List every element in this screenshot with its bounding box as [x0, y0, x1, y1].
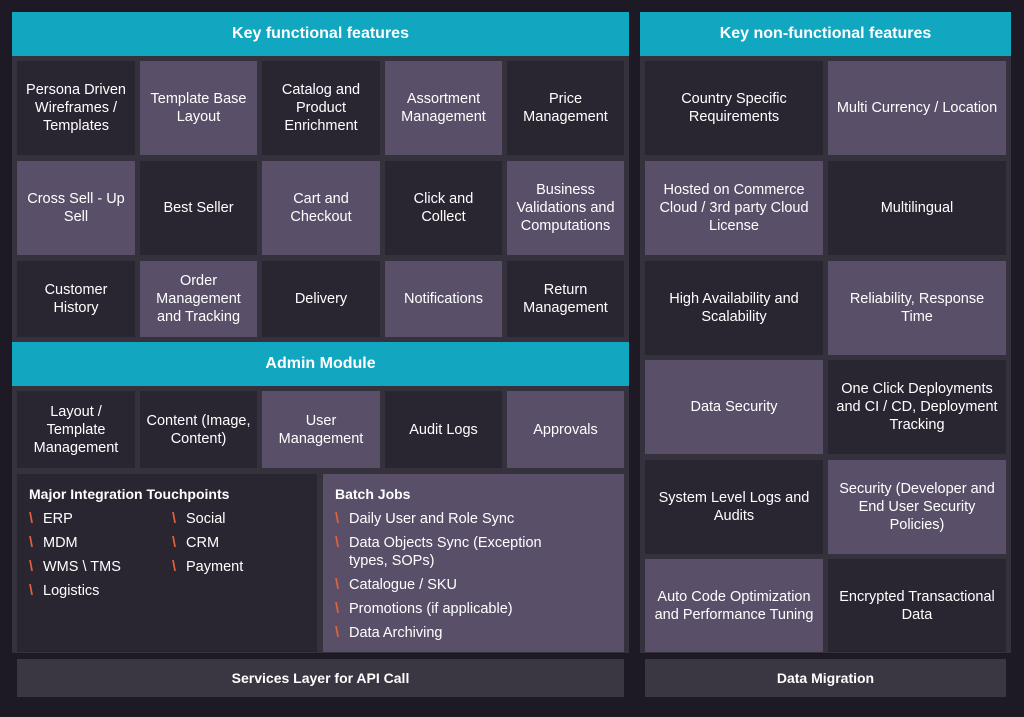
nonfunctional-cell: Encrypted Transactional Data: [828, 559, 1006, 652]
nonfunctional-cell: Country Specific Requirements: [645, 61, 823, 155]
feature-cell: Assortment Management: [385, 61, 502, 155]
bullet-icon: \: [335, 511, 340, 527]
nonfunctional-cell: System Level Logs and Audits: [645, 460, 823, 554]
batch-jobs-box: Batch Jobs \Daily User and Role Sync \Da…: [323, 474, 624, 652]
feature-cell: Order Management and Tracking: [140, 261, 257, 337]
list-item: \Social: [172, 511, 226, 527]
bullet-icon: \: [172, 559, 177, 575]
integration-title: Major Integration Touchpoints: [29, 486, 230, 502]
list-item: \Payment: [172, 559, 244, 575]
admin-cell: User Management: [262, 391, 380, 468]
nonfunctional-cell: Multi Currency / Location: [828, 61, 1006, 155]
functional-features-title: Key functional features: [232, 25, 409, 42]
bullet-icon: \: [29, 583, 34, 599]
data-migration-label: Data Migration: [776, 670, 875, 686]
bullet-icon: \: [29, 511, 34, 527]
nonfunctional-grid: Country Specific Requirements Multi Curr…: [645, 61, 1006, 652]
nonfunctional-cell: Security (Developer and End User Securit…: [828, 460, 1006, 554]
bullet-icon: \: [335, 601, 340, 617]
feature-cell: Best Seller: [140, 161, 257, 255]
functional-grid: Persona Driven Wireframes / Templates Te…: [17, 61, 624, 337]
list-item: \MDM: [29, 535, 78, 551]
feature-cell: Catalog and Product Enrichment: [262, 61, 380, 155]
feature-cell: Persona Driven Wireframes / Templates: [17, 61, 135, 155]
admin-cell: Approvals: [507, 391, 624, 468]
bullet-icon: \: [335, 625, 340, 641]
list-item: \ERP: [29, 511, 73, 527]
batch-jobs-title: Batch Jobs: [335, 486, 411, 502]
integration-list-right: \Social \CRM \Payment: [172, 510, 243, 606]
integration-touchpoints-box: Major Integration Touchpoints \ERP \MDM …: [17, 474, 317, 652]
admin-cell: Layout / Template Management: [17, 391, 135, 468]
services-layer-label: Services Layer for API Call: [231, 670, 410, 686]
feature-cell: Business Validations and Computations: [507, 161, 624, 255]
feature-cell: Click and Collect: [385, 161, 502, 255]
nonfunctional-cell: Data Security: [645, 360, 823, 454]
bullet-icon: \: [172, 511, 177, 527]
feature-cell: Notifications: [385, 261, 502, 337]
feature-cell: Cross Sell - Up Sell: [17, 161, 135, 255]
list-item: \Daily User and Role Sync: [335, 511, 515, 527]
bullet-icon: \: [335, 535, 340, 551]
functional-features-header: Key functional features: [12, 12, 629, 56]
feature-cell: Cart and Checkout: [262, 161, 380, 255]
nonfunctional-cell: Hosted on Commerce Cloud / 3rd party Clo…: [645, 161, 823, 255]
admin-grid: Layout / Template Management Content (Im…: [17, 391, 624, 468]
feature-cell: Template Base Layout: [140, 61, 257, 155]
nonfunctional-features-header: Key non-functional features: [640, 12, 1011, 56]
nonfunctional-features-title: Key non-functional features: [719, 25, 932, 42]
feature-cell: Return Management: [507, 261, 624, 337]
list-item: \CRM: [172, 535, 220, 551]
list-item: \Promotions (if applicable): [335, 601, 513, 617]
bullet-icon: \: [29, 535, 34, 551]
admin-cell: Audit Logs: [385, 391, 502, 468]
list-item: \Catalogue / SKU: [335, 577, 458, 593]
admin-module-header: Admin Module: [12, 342, 629, 386]
nonfunctional-cell: Auto Code Optimization and Performance T…: [645, 559, 823, 652]
nonfunctional-cell: Multilingual: [828, 161, 1006, 255]
data-migration-bar: Data Migration: [645, 659, 1006, 697]
bullet-icon: \: [335, 577, 340, 593]
feature-cell: Price Management: [507, 61, 624, 155]
nonfunctional-cell: High Availability and Scalability: [645, 261, 823, 355]
feature-cell: Customer History: [17, 261, 135, 337]
list-item: \Data Archiving: [335, 625, 443, 641]
nonfunctional-cell: One Click Deployments and CI / CD, Deplo…: [828, 360, 1006, 454]
list-item: \WMS \ TMS: [29, 559, 121, 575]
feature-cell: Delivery: [262, 261, 380, 337]
nonfunctional-cell: Reliability, Response Time: [828, 261, 1006, 355]
admin-module-title: Admin Module: [265, 355, 376, 372]
bullet-icon: \: [29, 559, 34, 575]
admin-cell: Content (Image, Content): [140, 391, 257, 468]
bullet-icon: \: [172, 535, 177, 551]
integration-list-left: \ERP \MDM \WMS \ TMS \Logistics: [29, 510, 172, 606]
services-layer-bar: Services Layer for API Call: [17, 659, 624, 697]
list-item: \Data Objects Sync (Exception types, SOP…: [335, 535, 542, 569]
batch-jobs-list: \Daily User and Role Sync \Data Objects …: [335, 510, 555, 642]
list-item: \Logistics: [29, 583, 100, 599]
